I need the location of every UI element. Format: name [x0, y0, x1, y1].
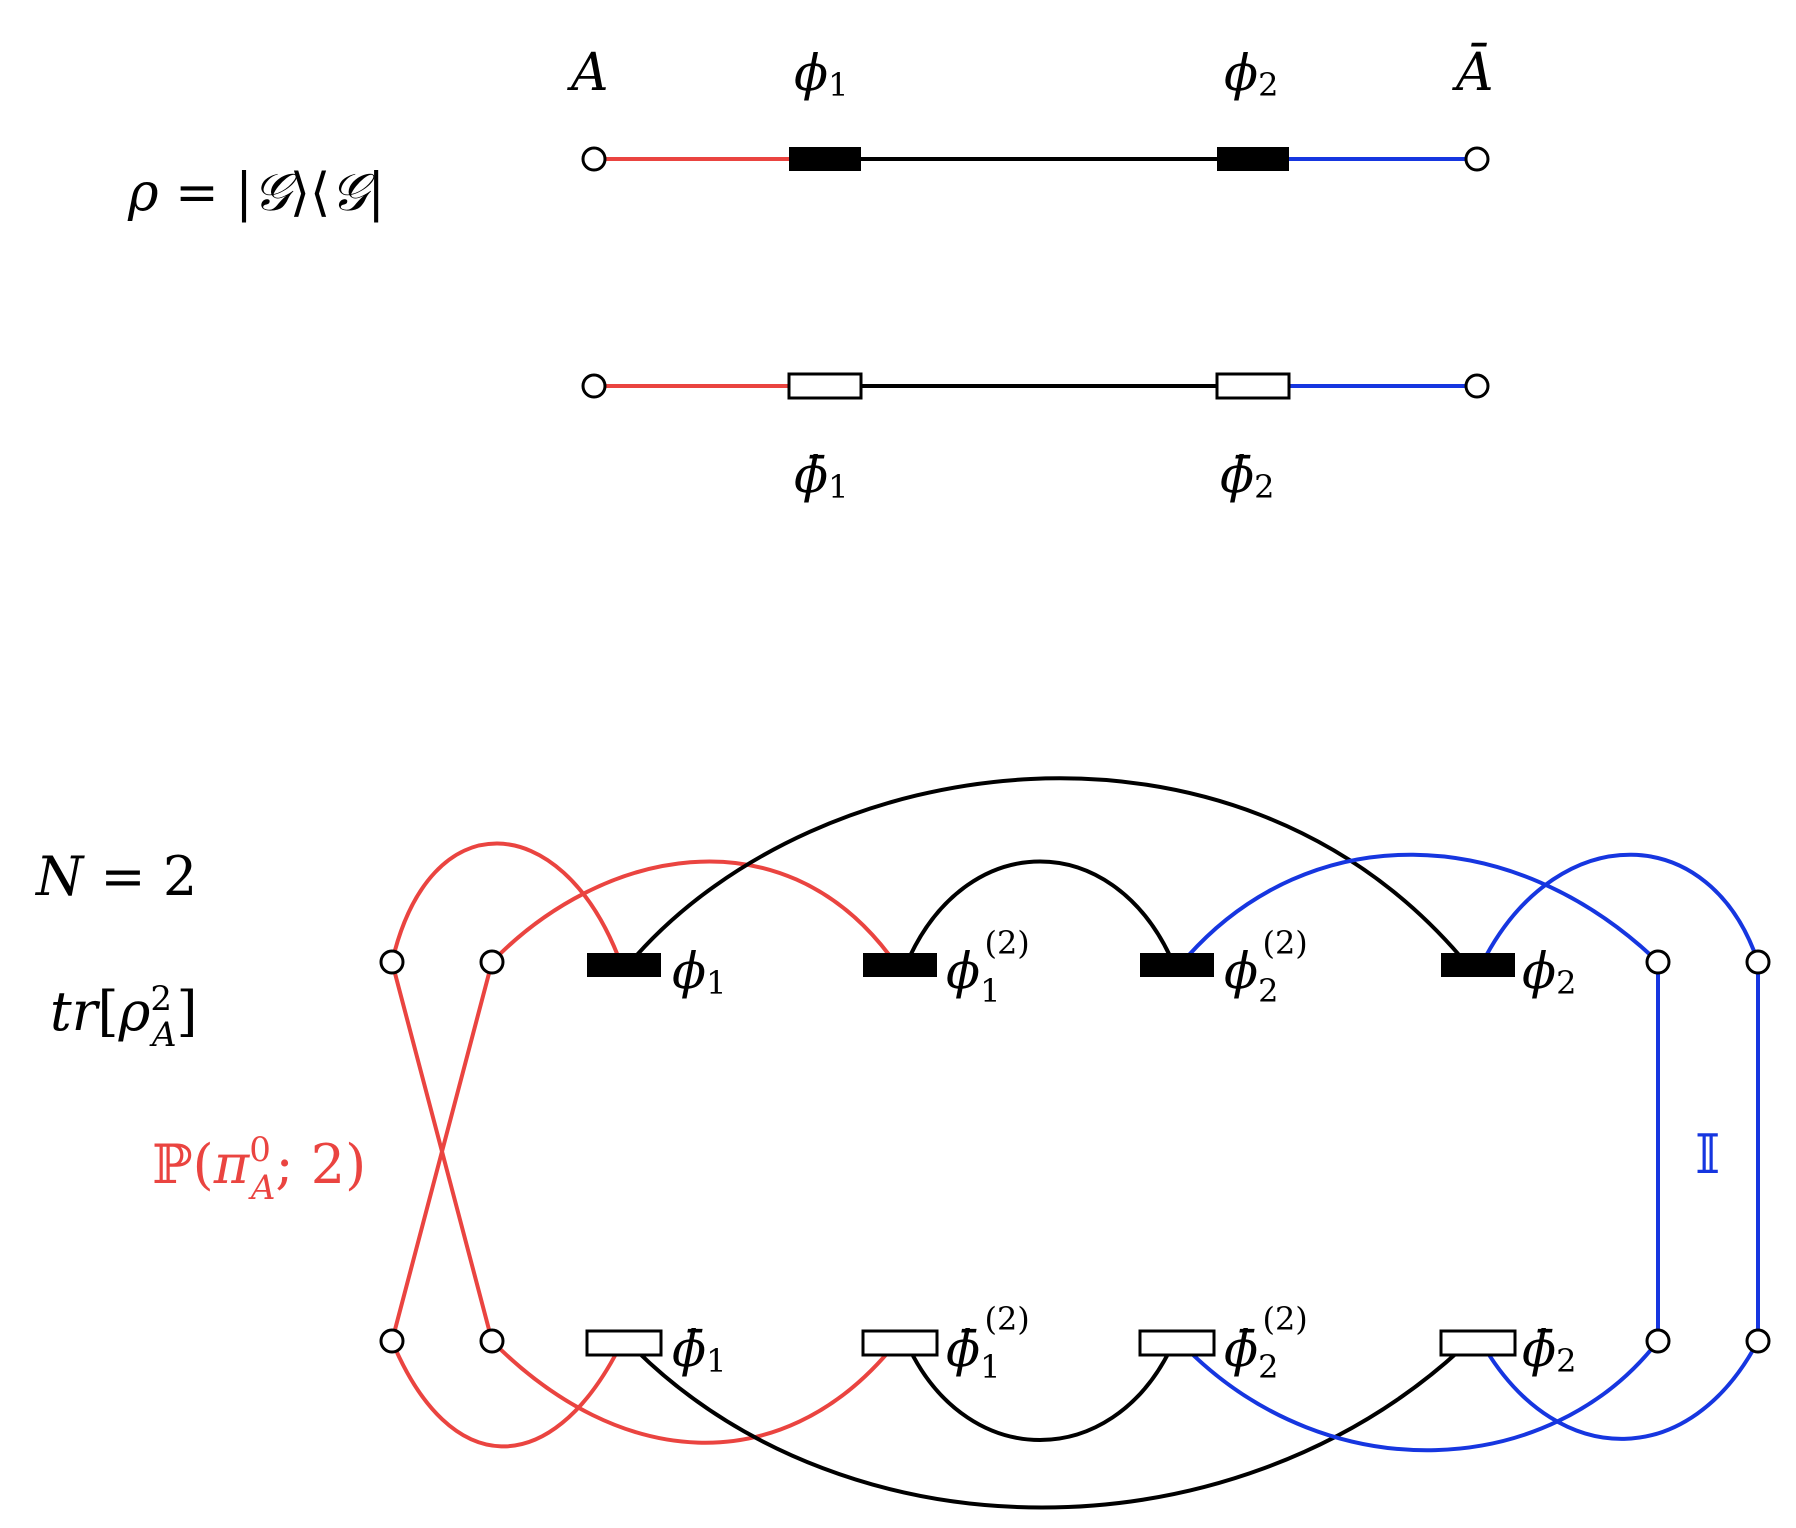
node-abar-bra-1 — [1645, 1328, 1671, 1354]
label-bra-phibar2: ϕ̄2 — [1220, 446, 1274, 506]
red-arc-top-inner — [490, 859, 892, 964]
black-big-arc-bottom — [634, 1348, 1462, 1510]
label-a: A — [567, 43, 609, 103]
bra-tensor-phibar2 — [1215, 372, 1291, 400]
label-bra-phibar1: ϕ̄1 — [794, 446, 848, 506]
tensor-phibar1-copy2 — [861, 1329, 939, 1357]
tensor-phibar1 — [585, 1329, 663, 1357]
tensor-phi2-copy2 — [1140, 953, 1214, 977]
node-abar-ket-1 — [1645, 949, 1671, 975]
tensor-phibar2-copy2 — [1138, 1329, 1216, 1357]
tensor-phibar2 — [1439, 1329, 1517, 1357]
black-small-arc-bottom — [908, 1348, 1172, 1442]
state-equation-label: ρ = |𝒢⟩⟨𝒢| — [127, 163, 385, 223]
node-abar-ket-2 — [1745, 949, 1771, 975]
tensor-phi2 — [1441, 953, 1515, 977]
ket-tensor-phi1 — [789, 147, 861, 171]
density-matrix-diagram: ρ = |𝒢⟩⟨𝒢| A Ā ϕ1 ϕ2 ϕ̄1 ϕ̄2 — [127, 43, 1494, 506]
black-wires — [634, 776, 1462, 1510]
blue-arc-top-inner — [1186, 852, 1660, 964]
red-arc-top-outer — [390, 841, 620, 964]
bra-tensors-row — [585, 1329, 1517, 1357]
blue-arc-bottom-outer — [1484, 1339, 1760, 1441]
ket-tensors-row — [587, 953, 1515, 977]
bra-tensor-labels: ϕ̄1 ϕ̄1(2) ϕ̄2(2) ϕ̄2 — [672, 1300, 1576, 1386]
bra-tensor-phibar1 — [787, 372, 863, 400]
label-ket-phi1: ϕ1 — [794, 44, 848, 104]
node-a-ket-1 — [379, 949, 405, 975]
ket-tensor-labels: ϕ1 ϕ1(2) ϕ2(2) ϕ2 — [672, 924, 1576, 1010]
tensor-phi1 — [587, 953, 661, 977]
n-label: N = 2 — [34, 845, 197, 908]
bra-node-abar — [1464, 373, 1490, 399]
ket-row: A Ā ϕ1 ϕ2 — [567, 43, 1494, 172]
black-small-arc-top — [908, 859, 1172, 958]
label-phi2: ϕ2 — [1522, 942, 1576, 1002]
red-wires — [390, 841, 892, 1449]
bra-row: ϕ̄1 ϕ̄2 — [581, 372, 1490, 506]
label-phibar2-2: ϕ̄2(2) — [1224, 1300, 1308, 1386]
bra-node-a — [581, 373, 607, 399]
blue-arc-top-outer — [1484, 852, 1760, 964]
node-a-bra-1 — [379, 1328, 405, 1354]
ket-node-abar — [1464, 146, 1490, 172]
red-arc-bottom-inner — [490, 1339, 892, 1445]
identity-label: 𝕀 — [1695, 1123, 1720, 1186]
label-phibar2: ϕ̄2 — [1522, 1320, 1576, 1380]
red-arc-bottom-outer — [390, 1339, 620, 1449]
label-phibar1: ϕ̄1 — [672, 1320, 726, 1380]
node-a-bra-2 — [479, 1328, 505, 1354]
label-ket-phi2: ϕ2 — [1224, 44, 1278, 104]
label-abar: Ā — [1452, 43, 1494, 103]
tensor-phi1-copy2 — [863, 953, 937, 977]
label-phi1-2: ϕ1(2) — [946, 924, 1030, 1010]
ket-tensor-phi2 — [1217, 147, 1289, 171]
red-cross-2 — [390, 960, 494, 1343]
node-abar-bra-2 — [1745, 1328, 1771, 1354]
node-a-ket-2 — [479, 949, 505, 975]
ket-node-a — [581, 146, 607, 172]
label-phi2-2: ϕ2(2) — [1224, 924, 1308, 1010]
label-phibar1-2: ϕ̄1(2) — [946, 1300, 1030, 1386]
label-phi1: ϕ1 — [672, 942, 726, 1002]
blue-arc-bottom-inner — [1186, 1339, 1660, 1453]
leg-nodes — [379, 949, 1771, 1354]
blue-wires — [1186, 852, 1760, 1453]
